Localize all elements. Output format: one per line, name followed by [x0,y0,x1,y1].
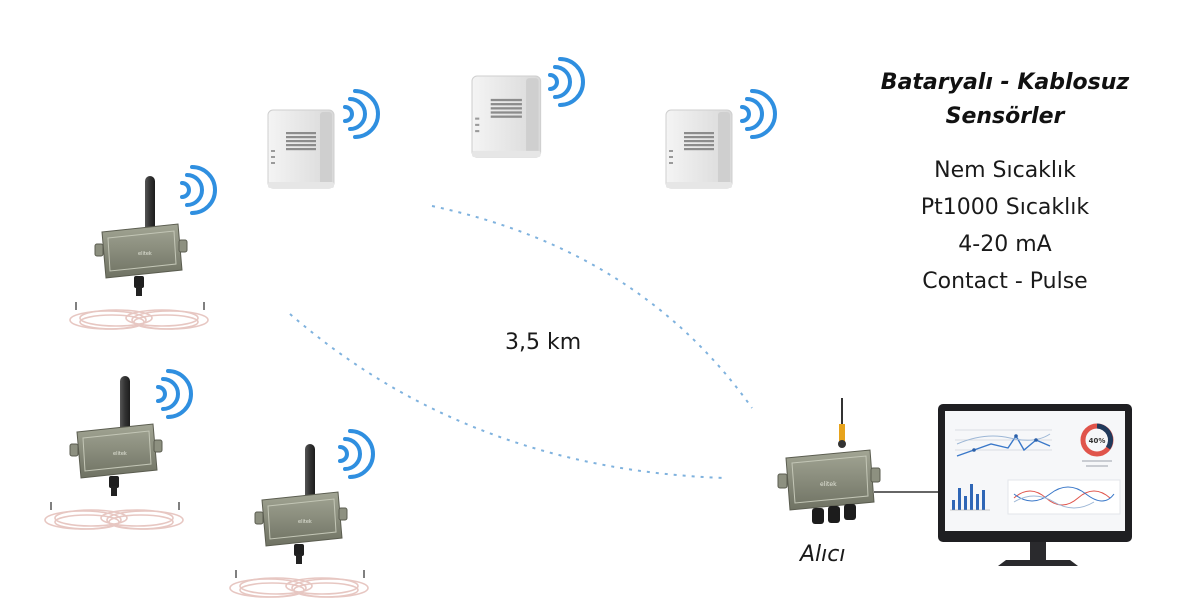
feature-item: Nem Sıcaklık [934,158,1076,183]
signal-waves-icon [338,429,375,479]
dashboard-bar-chart [950,484,990,511]
receiver-label: Alıcı [800,542,846,567]
signal-waves-icon [156,369,193,419]
field-transmitter [44,369,193,530]
title-line: Bataryalı - Kablosuz [880,70,1130,95]
feature-item: 4-20 mA [958,232,1052,257]
svg-text:elitek: elitek [820,481,837,488]
signal-waves-icon [740,89,777,139]
dashboard-donut: 40% [1080,423,1114,467]
wall-sensor [471,57,585,158]
feature-item: Pt1000 Sıcaklık [920,195,1090,220]
field-transmitter [229,429,375,598]
title-line: Sensörler [945,104,1065,129]
dashboard-line-chart [955,429,1052,457]
wall-sensor [665,89,777,189]
field-transmitter [69,165,217,330]
dashboard-wave-chart [1007,479,1121,515]
diagram-title: Bataryalı - Kablosuz Sensörler [855,66,1155,134]
gauge-text: 40% [1089,437,1106,445]
signal-waves-icon [180,165,217,215]
signal-waves-icon [548,57,585,107]
link-line-lower [289,313,727,479]
monitor-dashboard: 40% [938,404,1132,566]
sensor-feature-list: Nem Sıcaklık Pt1000 Sıcaklık 4-20 mA Con… [855,152,1155,300]
receiver-gateway: elitek [777,398,881,524]
signal-waves-icon [343,89,380,139]
feature-item: Contact - Pulse [922,269,1088,294]
link-line-upper [431,205,753,409]
wall-sensor [267,89,380,189]
distance-label: 3,5 km [505,330,582,355]
